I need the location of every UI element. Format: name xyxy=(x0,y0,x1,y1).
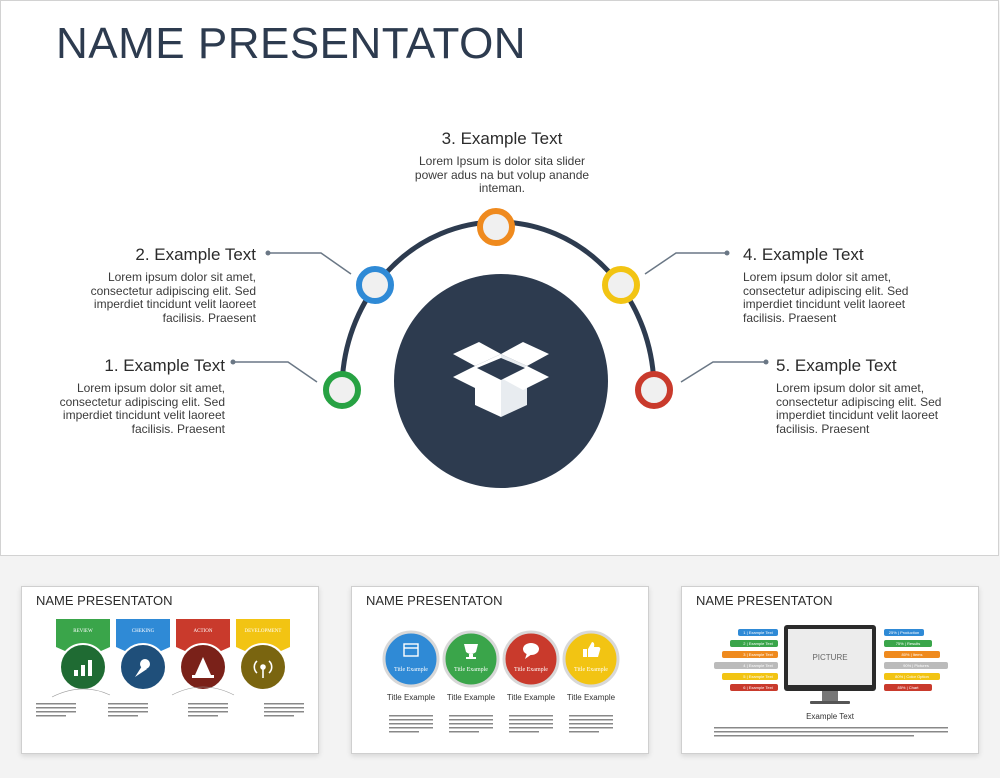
svg-text:6 | Example Text: 6 | Example Text xyxy=(743,685,773,690)
page-title: NAME PRESENTATON xyxy=(56,19,527,68)
banner-action-label: ACTION xyxy=(194,629,213,634)
signal-icon xyxy=(253,660,273,678)
thumb3-placeholder-lines xyxy=(714,727,948,737)
leader-line-4 xyxy=(644,252,727,275)
item-2: 2. Example Text Lorem ipsum dolor sit am… xyxy=(71,245,256,325)
thumbs-up-icon xyxy=(583,642,601,657)
thumbnail-3[interactable]: NAME PRESENTATON 1 | Example Text 2 | Ex… xyxy=(681,586,979,754)
node-2 xyxy=(356,266,394,304)
monitor: PICTURE xyxy=(784,625,876,704)
item-3: 3. Example Text Lorem Ipsum is dolor sit… xyxy=(411,129,593,196)
trophy-icon xyxy=(464,644,478,659)
circle-item-4-label: Title Example xyxy=(567,693,616,702)
circle-item-1-label: Title Example xyxy=(387,693,436,702)
item-2-desc: Lorem ipsum dolor sit amet, consectetur … xyxy=(90,270,256,325)
circle-item-3-inner: Title Example xyxy=(514,667,548,673)
item-4: 4. Example Text Lorem ipsum dolor sit am… xyxy=(743,245,923,325)
circle-item-4: Title Example xyxy=(562,630,620,688)
circle-item-2-inner: Title Example xyxy=(454,667,488,673)
thumbnail-1-title: NAME PRESENTATON xyxy=(36,593,173,608)
node-3 xyxy=(477,208,515,246)
process-diagram xyxy=(230,208,769,488)
thumbnail-1[interactable]: NAME PRESENTATON REVIEW CHEKING ACTION xyxy=(21,586,319,754)
cone-icon xyxy=(192,657,214,678)
node-1 xyxy=(323,371,361,409)
item-4-title: 4. Example Text xyxy=(743,245,864,264)
svg-text:4 | Example Text: 4 | Example Text xyxy=(743,663,773,668)
item-5-title: 5. Example Text xyxy=(776,356,897,375)
thumbnail-3-title: NAME PRESENTATON xyxy=(696,593,833,608)
thumb2-placeholder-lines xyxy=(389,715,613,733)
svg-text:3 | Example Text: 3 | Example Text xyxy=(743,652,773,657)
svg-text:25% | Production: 25% | Production xyxy=(889,630,919,635)
banner-review-label: REVIEW xyxy=(73,629,93,634)
circles-graphic: Title Example Title Example Title Exampl… xyxy=(382,630,620,733)
item-5-desc: Lorem ipsum dolor sit amet, consectetur … xyxy=(776,381,942,436)
pin-icon xyxy=(135,659,150,677)
banner-development-label: DEVELOPMENT xyxy=(245,629,282,634)
svg-text:75% | Results: 75% | Results xyxy=(896,641,921,646)
item-3-desc: Lorem Ipsum is dolor sita slider power a… xyxy=(414,154,590,195)
banner-development: DEVELOPMENT xyxy=(236,619,290,691)
bar-chart-icon xyxy=(74,660,92,676)
banner-review: REVIEW xyxy=(56,619,110,691)
picture-label: PICTURE xyxy=(812,653,847,662)
item-1: 1. Example Text Lorem ipsum dolor sit am… xyxy=(41,356,225,436)
svg-text:80% | Items: 80% | Items xyxy=(901,652,922,657)
svg-text:85% | Chart: 85% | Chart xyxy=(897,685,919,690)
leader-line-5 xyxy=(680,361,766,383)
monitor-graphic: 1 | Example Text 2 | Example Text 3 | Ex… xyxy=(714,625,948,737)
circle-item-2-label: Title Example xyxy=(447,693,496,702)
item-4-desc: Lorem ipsum dolor sit amet, consectetur … xyxy=(743,270,909,325)
thumbnail-2[interactable]: NAME PRESENTATON Title Example Title Exa… xyxy=(351,586,649,754)
svg-text:80% | Color Option: 80% | Color Option xyxy=(895,674,929,679)
thumb1-placeholder-lines xyxy=(36,703,304,717)
monitor-caption: Example Text xyxy=(806,712,855,721)
item-2-title: 2. Example Text xyxy=(135,245,256,264)
node-4 xyxy=(602,266,640,304)
speech-bubble-icon xyxy=(523,643,539,659)
banner-cheking: CHEKING xyxy=(116,619,170,691)
item-1-title: 1. Example Text xyxy=(104,356,225,375)
right-bars: 25% | Production 75% | Results 80% | Ite… xyxy=(884,629,948,691)
leader-line-2 xyxy=(268,252,352,275)
circle-item-4-inner: Title Example xyxy=(574,667,608,673)
banner-graphic: REVIEW CHEKING ACTION DEVELOPMENT xyxy=(36,619,304,717)
open-box-icon xyxy=(453,342,549,417)
circle-item-3: Title Example xyxy=(502,630,560,688)
item-3-title: 3. Example Text xyxy=(441,129,563,148)
calendar-icon xyxy=(403,643,419,657)
thumbnail-2-title: NAME PRESENTATON xyxy=(366,593,503,608)
left-bars: 1 | Example Text 2 | Example Text 3 | Ex… xyxy=(714,629,778,691)
node-5 xyxy=(635,371,673,409)
main-slide: NAME PRESENTATON 1. Exampl xyxy=(0,0,999,556)
svg-text:1 | Example Text: 1 | Example Text xyxy=(743,630,773,635)
svg-text:2 | Example Text: 2 | Example Text xyxy=(743,641,773,646)
circle-item-3-label: Title Example xyxy=(507,693,556,702)
item-1-desc: Lorem ipsum dolor sit amet, consectetur … xyxy=(59,381,225,436)
circle-item-1: Title Example xyxy=(382,630,440,688)
item-5: 5. Example Text Lorem ipsum dolor sit am… xyxy=(776,356,956,436)
leader-line-1 xyxy=(233,361,318,383)
thumbnail-strip: NAME PRESENTATON REVIEW CHEKING ACTION xyxy=(0,556,1000,778)
banner-action: ACTION xyxy=(176,619,230,691)
circle-item-1-inner: Title Example xyxy=(394,667,428,673)
svg-text:5 | Example Text: 5 | Example Text xyxy=(743,674,773,679)
svg-text:90% | Pictures: 90% | Pictures xyxy=(903,663,929,668)
banner-cheking-label: CHEKING xyxy=(132,629,155,634)
circle-item-2: Title Example xyxy=(442,630,500,688)
